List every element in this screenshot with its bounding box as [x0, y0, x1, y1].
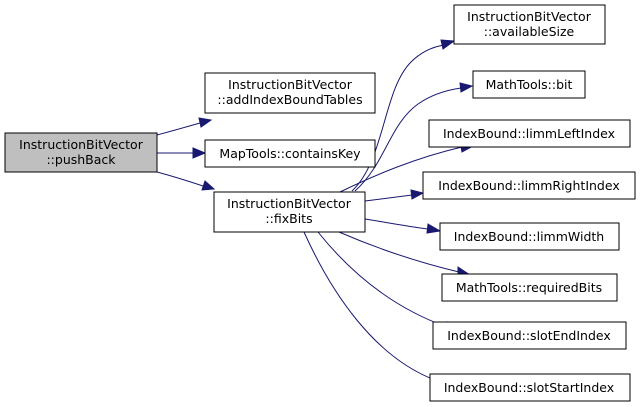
- edge-pushback-fixbits: [156, 171, 216, 191]
- edge-pushback-containskey: [157, 147, 207, 159]
- node-fixbits-line-2: ::fixBits: [265, 211, 312, 226]
- node-requiredbits-line-1: MathTools::requiredBits: [456, 280, 602, 295]
- node-limmleftindex[interactable]: IndexBound::limmLeftIndex: [428, 119, 631, 148]
- node-slotstartindex-line-1: IndexBound::slotStartIndex: [444, 380, 614, 395]
- edge-fixbits-availablesize: [351, 39, 456, 192]
- node-availablesize-line-2: ::availableSize: [484, 24, 575, 39]
- edge-fixbits-limmwidth: [364, 218, 442, 234]
- edge-fixbits-limmrightindex: [364, 189, 425, 202]
- node-fixbits-line-1: InstructionBitVector: [227, 196, 352, 211]
- node-slotstartindex[interactable]: IndexBound::slotStartIndex: [429, 373, 631, 402]
- node-requiredbits[interactable]: MathTools::requiredBits: [441, 273, 618, 302]
- node-limmwidth[interactable]: IndexBound::limmWidth: [439, 222, 620, 251]
- node-bit[interactable]: MathTools::bit: [472, 70, 586, 99]
- node-addindexboundtables-line-1: InstructionBitVector: [228, 77, 353, 92]
- node-pushback[interactable]: InstructionBitVector ::pushBack: [4, 132, 158, 173]
- node-pushback-line-2: ::pushBack: [46, 152, 116, 167]
- node-limmrightindex-line-1: IndexBound::limmRightIndex: [438, 178, 619, 193]
- node-pushback-line-1: InstructionBitVector: [19, 137, 144, 152]
- node-addindexboundtables[interactable]: InstructionBitVector ::addIndexBoundTabl…: [204, 72, 376, 114]
- edge-pushback-addindexboundtables: [156, 117, 213, 136]
- node-containskey-line-1: MapTools::containsKey: [219, 146, 361, 161]
- node-slotendindex[interactable]: IndexBound::slotEndIndex: [432, 321, 627, 350]
- node-availablesize[interactable]: InstructionBitVector ::availableSize: [453, 4, 606, 45]
- node-bit-line-1: MathTools::bit: [486, 77, 573, 92]
- node-availablesize-line-1: InstructionBitVector: [467, 9, 592, 24]
- node-limmrightindex[interactable]: IndexBound::limmRightIndex: [422, 171, 636, 200]
- edge-fixbits-bit: [354, 82, 474, 192]
- node-limmwidth-line-1: IndexBound::limmWidth: [454, 229, 604, 244]
- edge-fixbits-slotstartindex: [303, 231, 448, 385]
- edge-fixbits-slotendindex: [317, 231, 460, 332]
- node-slotendindex-line-1: IndexBound::slotEndIndex: [447, 328, 611, 343]
- node-limmleftindex-line-1: IndexBound::limmLeftIndex: [443, 126, 615, 141]
- node-fixbits[interactable]: InstructionBitVector ::fixBits: [213, 191, 366, 233]
- node-containskey[interactable]: MapTools::containsKey: [204, 139, 376, 168]
- edges: [156, 39, 475, 385]
- node-addindexboundtables-line-2: ::addIndexBoundTables: [217, 92, 362, 107]
